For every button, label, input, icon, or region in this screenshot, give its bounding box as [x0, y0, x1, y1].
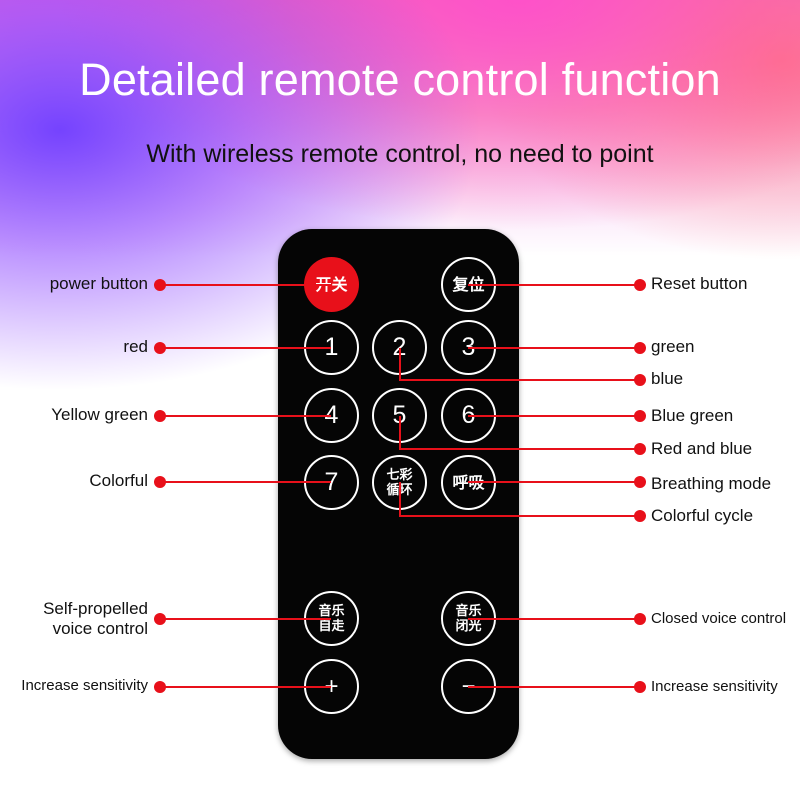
button-4[interactable]: 4 — [304, 388, 359, 443]
button-7[interactable]: 7 — [304, 455, 359, 510]
label-closed-voice-control: Closed voice control — [651, 610, 787, 627]
label-breathing-mode: Breathing mode — [651, 474, 772, 493]
music-self-propelled-button[interactable]: 音乐 自走 — [304, 591, 359, 646]
breathing-button[interactable]: 呼吸 — [441, 455, 496, 510]
button-2[interactable]: 2 — [372, 320, 427, 375]
label-green: green — [651, 337, 695, 356]
label-blue-green: Blue green — [651, 406, 734, 425]
button-5[interactable]: 5 — [372, 388, 427, 443]
label-self-propelled: Self-propelled voice control — [43, 599, 148, 638]
plus-button[interactable]: + — [304, 659, 359, 714]
label-blue: blue — [651, 369, 684, 388]
label-colorful: Colorful — [89, 471, 148, 490]
label-increase-sensitivity-left: Increase sensitivity — [21, 677, 148, 694]
label-colorful-cycle: Colorful cycle — [651, 506, 754, 525]
label-reset-button: Reset button — [651, 274, 748, 293]
page-title: Detailed remote control function — [79, 54, 721, 105]
power-button[interactable]: 开关 — [304, 257, 359, 312]
minus-button[interactable]: − — [441, 659, 496, 714]
colorful-cycle-button[interactable]: 七彩 循环 — [372, 455, 427, 510]
label-yellow-green: Yellow green — [51, 405, 148, 424]
label-power-button: power button — [49, 274, 148, 293]
button-6[interactable]: 6 — [441, 388, 496, 443]
button-1[interactable]: 1 — [304, 320, 359, 375]
button-3[interactable]: 3 — [441, 320, 496, 375]
reset-button[interactable]: 复位 — [441, 257, 496, 312]
label-red-and-blue: Red and blue — [651, 439, 753, 458]
label-red: red — [123, 337, 148, 356]
page-subtitle: With wireless remote control, no need to… — [146, 140, 654, 168]
label-increase-sensitivity-right: Increase sensitivity — [651, 678, 778, 695]
music-off-button[interactable]: 音乐 闭光 — [441, 591, 496, 646]
